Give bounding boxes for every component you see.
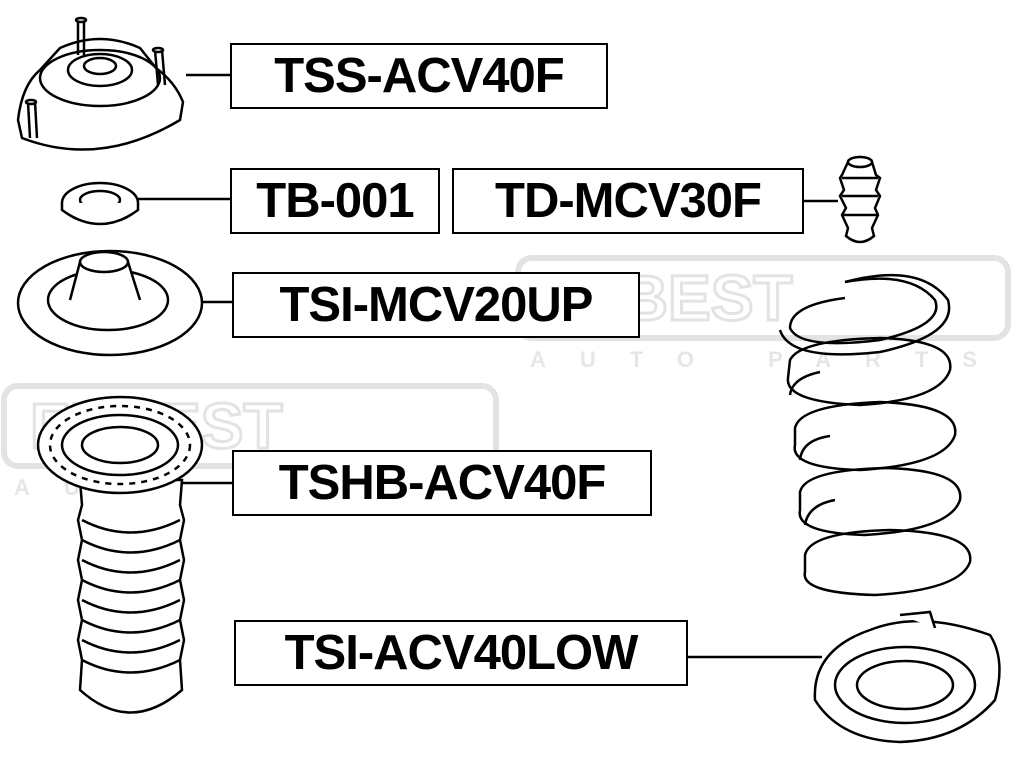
dust-boot-part (36, 395, 204, 714)
label-tsi-mcv20up: TSI-MCV20UP (232, 272, 640, 338)
strut-mount-part (16, 16, 185, 151)
coil-spring-part (778, 273, 972, 597)
label-tss-acv40f: TSS-ACV40F (230, 43, 608, 109)
label-td-mcv30f: TD-MCV30F (452, 168, 804, 234)
bearing-part (60, 181, 140, 226)
lower-insulator-part (813, 610, 1001, 744)
label-tsi-acv40low: TSI-ACV40LOW (234, 620, 688, 686)
label-tb-001: TB-001 (230, 168, 440, 234)
bump-stop-part (838, 155, 882, 244)
label-tshb-acv40f: TSHB-ACV40F (232, 450, 652, 516)
upper-insulator-part (16, 249, 204, 357)
watermark-sub-right: AUTO PARTS (530, 347, 1011, 372)
